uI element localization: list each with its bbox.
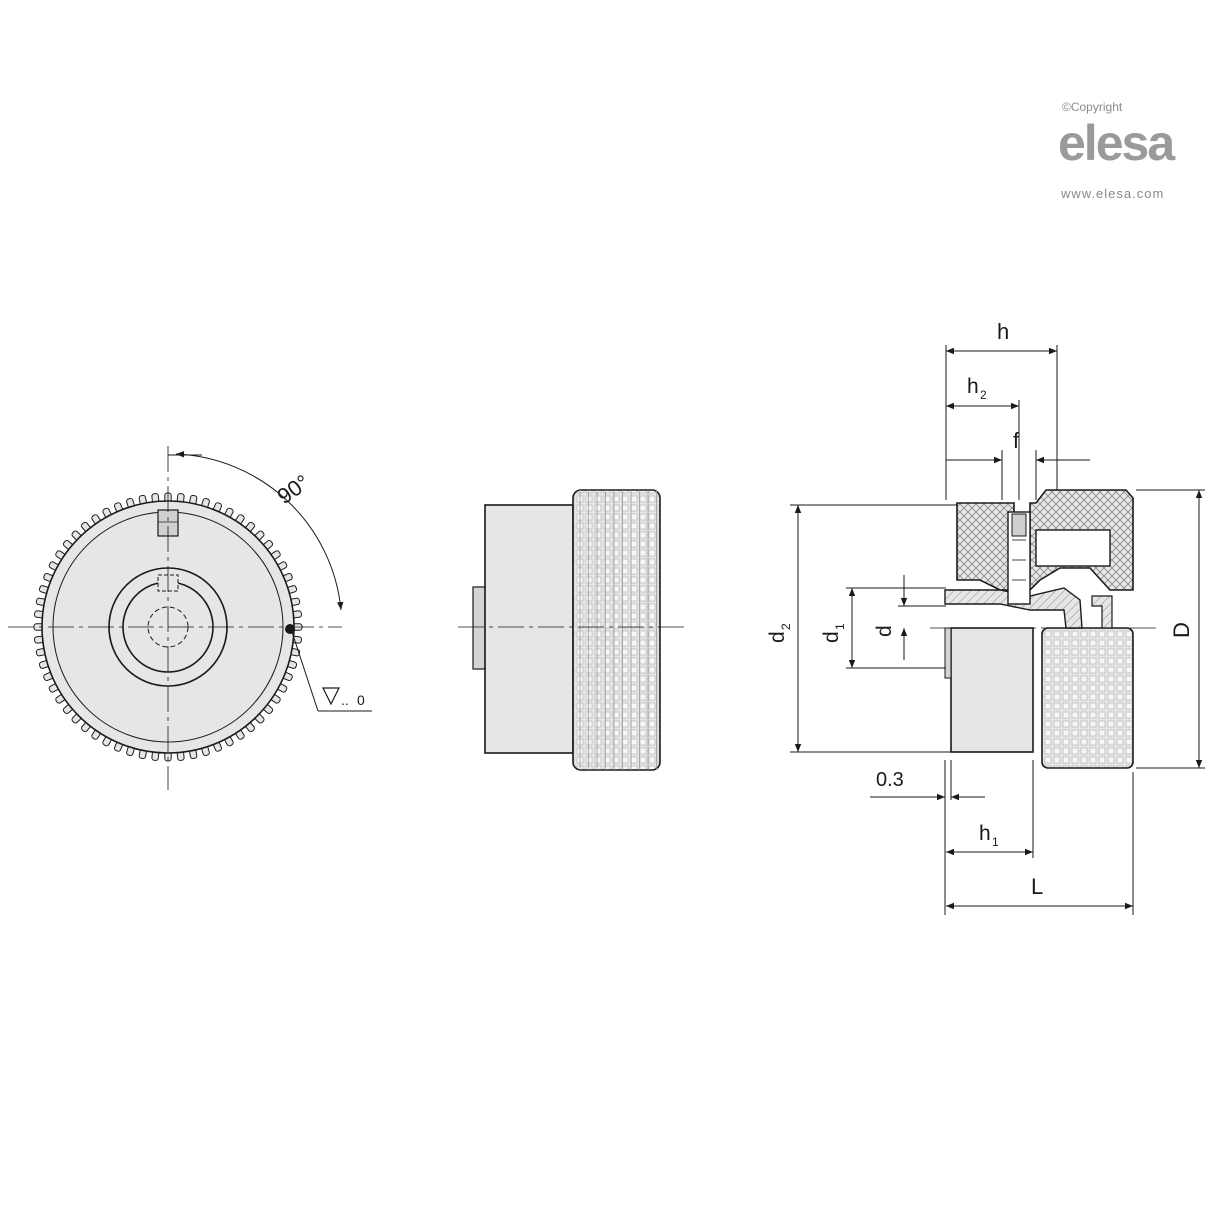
- side-view: [458, 489, 688, 771]
- label-d: d: [873, 625, 896, 637]
- angle-arc: [175, 451, 344, 611]
- elesa-logo: elesa: [1058, 115, 1175, 171]
- surface-finish-symbol: [322, 687, 340, 706]
- label-h1-sub: 1: [992, 835, 999, 849]
- surface-finish-value: 0: [357, 692, 365, 708]
- section-clip: [1091, 595, 1113, 629]
- copyright-notice: ©Copyright: [1062, 100, 1123, 114]
- label-D: D: [1169, 622, 1194, 638]
- label-h1: h: [979, 822, 991, 845]
- dimension-lines: [790, 345, 1205, 915]
- angle-label: 90°: [273, 470, 315, 510]
- label-gap: 0.3: [876, 769, 904, 791]
- section-view: [930, 489, 1160, 769]
- grip-window: [1035, 529, 1111, 567]
- side-body: [484, 504, 574, 754]
- label-h: h: [997, 319, 1009, 344]
- leader-line: [291, 631, 319, 712]
- dimension-labels: h h 2 f d 2 d 1 d D 0.3 h 1 L: [766, 319, 1194, 899]
- label-h2: h: [967, 375, 979, 398]
- side-hub-plate: [472, 586, 486, 670]
- label-d1-sub: 1: [833, 623, 847, 630]
- label-d1: d: [820, 631, 843, 643]
- surface-finish-dots: ..: [341, 692, 349, 708]
- label-f: f: [1013, 428, 1020, 453]
- side-knurled-grip: [572, 489, 661, 771]
- label-d2: d: [766, 631, 789, 643]
- section-knurled-grip: [1041, 627, 1134, 769]
- label-L: L: [1031, 874, 1043, 899]
- grip-ribs: [579, 490, 657, 770]
- label-h2-sub: 2: [980, 388, 987, 402]
- label-d2-sub: 2: [779, 623, 793, 630]
- section-hub-lower: [950, 627, 1034, 753]
- reference-dot: [285, 624, 295, 634]
- front-view: [8, 446, 372, 790]
- logo-url: www.elesa.com: [1061, 186, 1165, 201]
